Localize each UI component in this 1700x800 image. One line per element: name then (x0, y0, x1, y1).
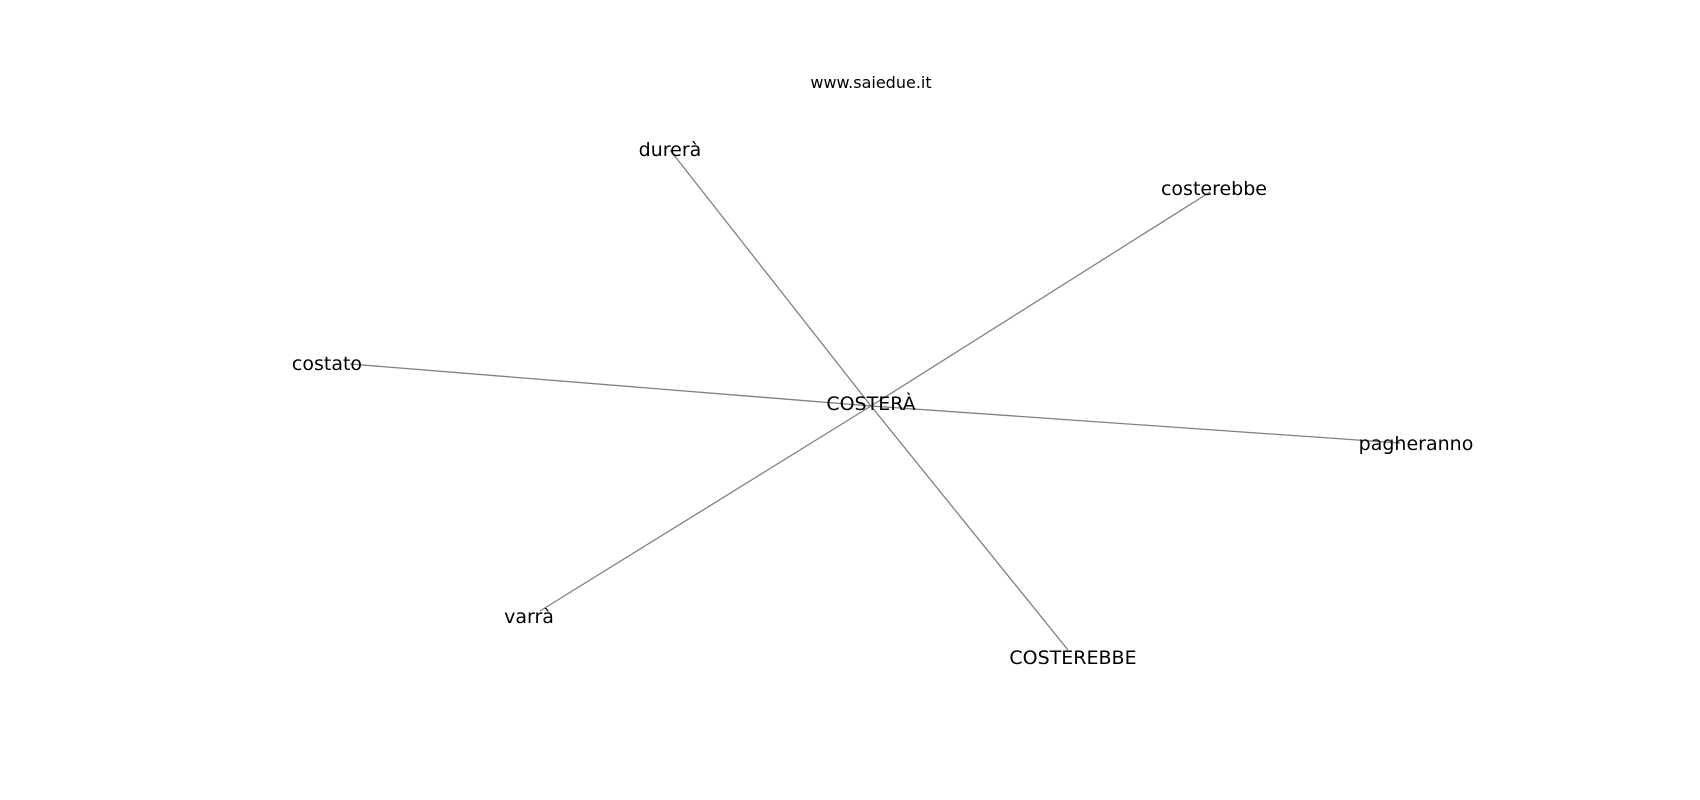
site-title: www.saiedue.it (810, 73, 931, 92)
edge-center-n3 (349, 363, 872, 407)
edge-center-n2 (870, 191, 1211, 407)
node-label: COSTEREBBE (1009, 647, 1136, 669)
nodes-layer: COSTERÀ durerà costerebbe costato pagheranno… (292, 139, 1473, 669)
node-label: varrà (504, 606, 554, 628)
center-node-label: COSTERÀ (826, 392, 915, 415)
edge-center-n5 (539, 405, 872, 612)
edges-layer (349, 149, 1401, 651)
node-label: durerà (639, 139, 702, 161)
edge-center-n1 (669, 149, 872, 407)
node-label: costato (292, 353, 362, 375)
edge-center-n6 (870, 405, 1069, 651)
edge-center-n4 (870, 405, 1401, 444)
node-label: pagheranno (1359, 433, 1474, 455)
node-label: costerebbe (1161, 178, 1267, 200)
